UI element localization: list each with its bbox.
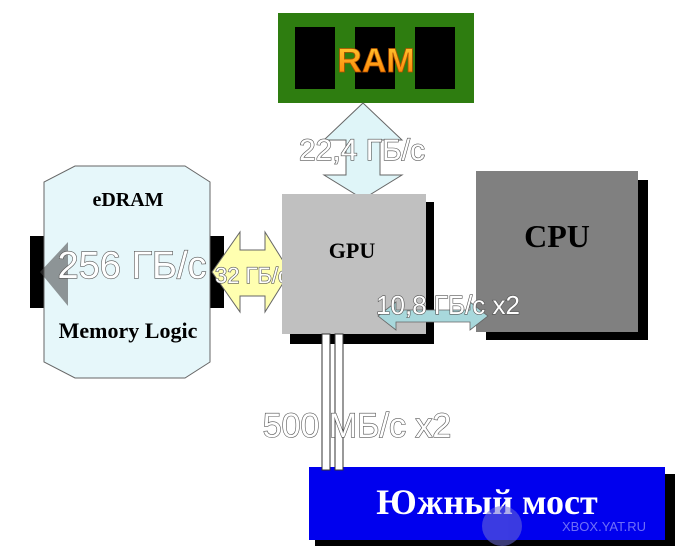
southbridge-bus-line-1 xyxy=(321,333,331,471)
ram-gpu-bandwidth-label: 22,4 ГБ/с xyxy=(299,134,425,167)
ram-chip-1 xyxy=(295,27,335,89)
edram-subtitle: Memory Logic xyxy=(59,318,198,343)
cpu-block: CPU xyxy=(476,171,648,340)
ram-chip-2 xyxy=(355,27,395,89)
ram-gpu-link: 22,4 ГБ/с xyxy=(298,102,426,200)
gpu-cpu-bandwidth-label: 10,8 ГБ/с x2 xyxy=(376,290,520,320)
gpu-southbridge-bandwidth-label: 500 МБ/с x2 xyxy=(263,407,452,445)
watermark-text: XBOX.YAT.RU xyxy=(562,519,646,534)
gpu-label: GPU xyxy=(329,238,376,263)
edram-title: eDRAM xyxy=(92,189,163,211)
edram-block: eDRAM 256 ГБ/с Memory Logic xyxy=(30,165,224,379)
edram-gpu-link: 32 ГБ/с xyxy=(211,230,291,314)
ram-label: RAM xyxy=(337,42,414,80)
gpu-cpu-link: 10,8 ГБ/с x2 xyxy=(375,289,521,331)
edram-left-tab xyxy=(30,236,46,308)
watermark-logo-icon xyxy=(482,506,522,546)
watermark: XBOX.YAT.RU xyxy=(482,506,646,546)
ram-module: RAM xyxy=(278,13,474,103)
cpu-label: CPU xyxy=(524,218,590,254)
edram-bandwidth-label: 256 ГБ/с xyxy=(57,245,206,287)
edram-gpu-bandwidth-label: 32 ГБ/с xyxy=(215,263,289,288)
edram-left-arrowhead xyxy=(40,242,68,306)
cpu-box xyxy=(476,171,638,332)
edram-body xyxy=(43,165,211,379)
gpu-southbridge-link: 500 МБ/с x2 xyxy=(262,333,452,471)
ram-chip-3 xyxy=(415,27,455,89)
southbridge-bus-line-2 xyxy=(334,333,344,471)
gpu-cpu-arrow xyxy=(377,301,489,331)
